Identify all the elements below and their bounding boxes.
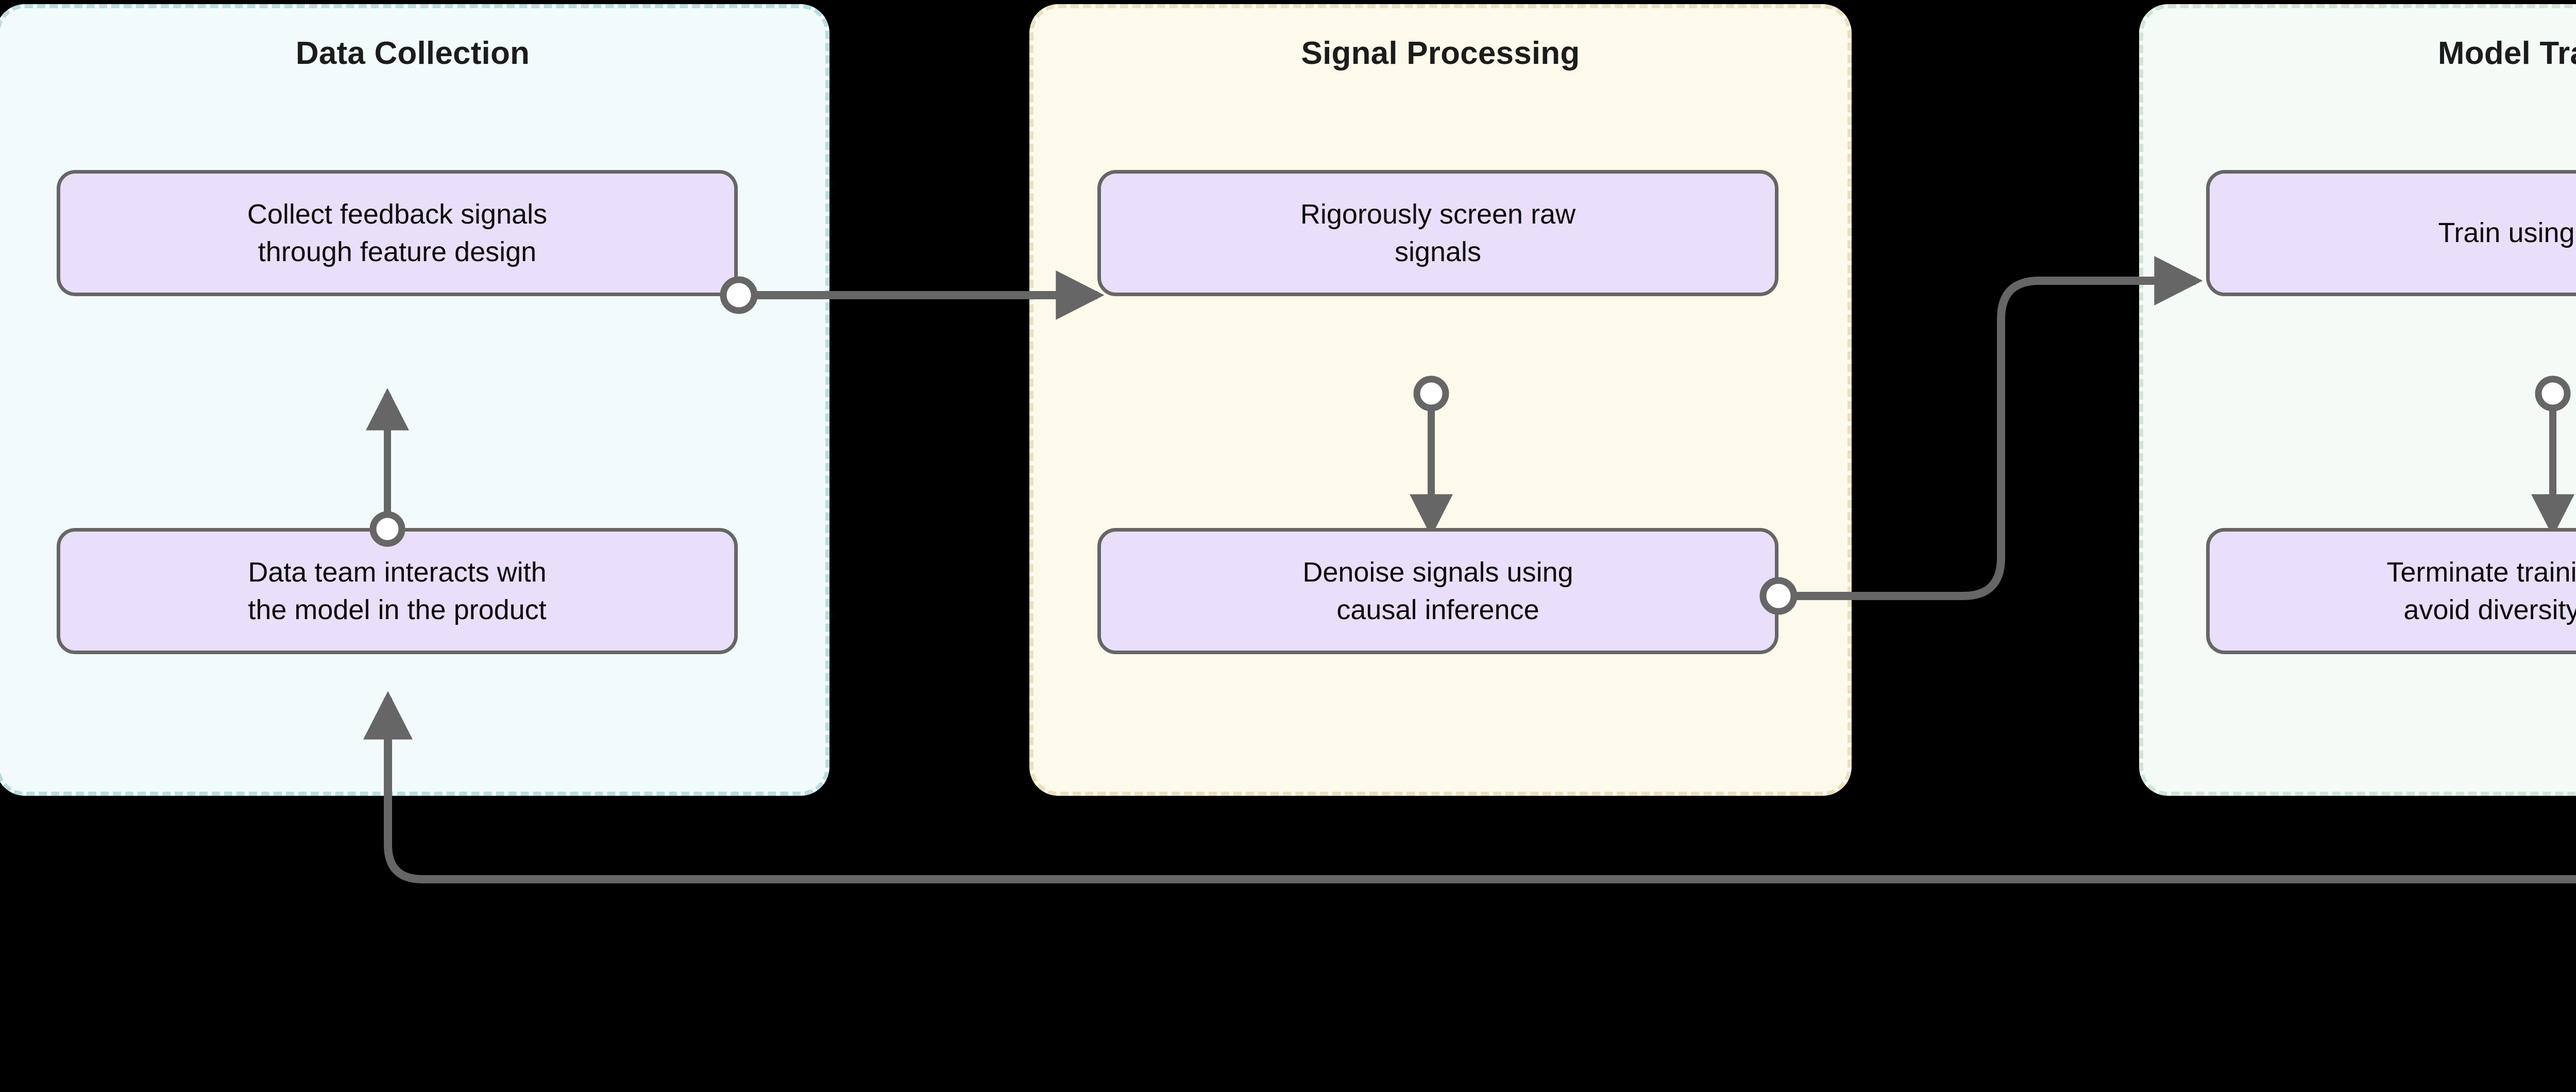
node-denoise-signals[interactable]: Denoise signals using causal inference <box>1097 528 1778 654</box>
cluster-data-collection[interactable]: Data Collection <box>0 4 829 796</box>
node-terminate-early[interactable]: Terminate training early to avoid divers… <box>2206 528 2576 654</box>
node-label-collect-feedback: Collect feedback signals through feature… <box>247 199 548 267</box>
node-label-train-rlhf: Train using RLHF <box>2438 217 2575 249</box>
cluster-title-signal-processing: Signal Processing <box>1301 36 1580 71</box>
cluster-title-model-training: Model Training <box>2437 36 2576 71</box>
node-label-terminate-early: Terminate training early to avoid divers… <box>2386 557 2576 625</box>
node-screen-raw-signals[interactable]: Rigorously screen raw signals <box>1097 170 1778 296</box>
cluster-signal-processing[interactable]: Signal Processing <box>1029 4 1852 796</box>
node-data-team-interacts[interactable]: Data team interacts with the model in th… <box>57 528 738 654</box>
node-train-rlhf[interactable]: Train using RLHF <box>2206 170 2576 296</box>
cluster-title-data-collection: Data Collection <box>295 36 530 71</box>
node-label-screen-raw-signals: Rigorously screen raw signals <box>1300 199 1576 267</box>
node-label-denoise-signals: Denoise signals using causal inference <box>1302 557 1573 625</box>
cluster-model-training[interactable]: Model Training <box>2139 4 2576 796</box>
node-collect-feedback[interactable]: Collect feedback signals through feature… <box>57 170 738 296</box>
node-label-data-team-interacts: Data team interacts with the model in th… <box>248 557 547 625</box>
